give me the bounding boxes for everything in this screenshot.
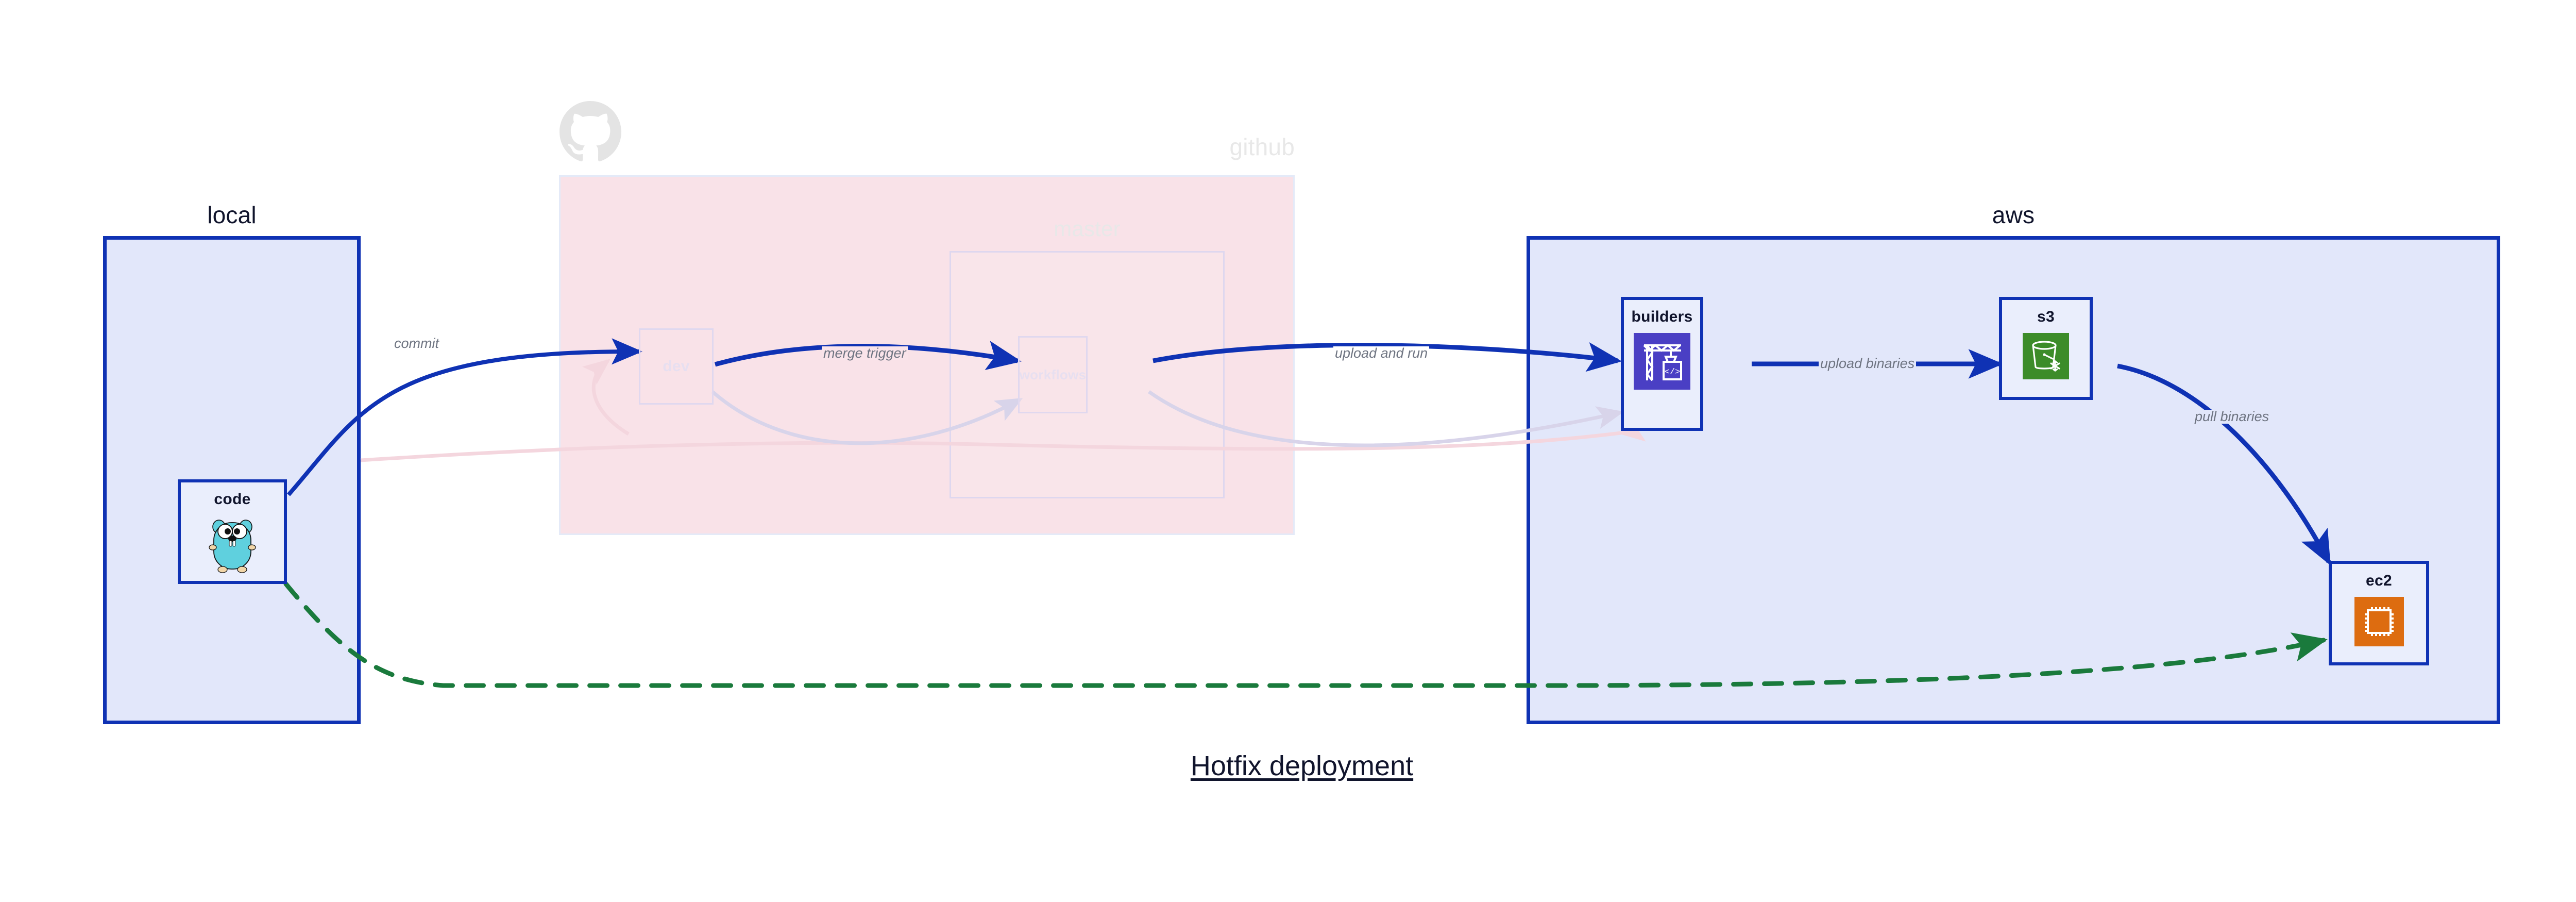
aws-codebuild-icon: </>	[1634, 333, 1690, 392]
group-label-local: local	[207, 202, 257, 228]
diagram-caption: Hotfix deployment	[1190, 750, 1414, 781]
aws-s3-glacier-icon	[2023, 333, 2069, 382]
node-s3[interactable]: s3	[1999, 297, 2093, 400]
node-dev-label: dev	[663, 358, 690, 375]
node-ec2-label: ec2	[2366, 572, 2392, 589]
node-builders-label: builders	[1631, 308, 1693, 325]
group-label-aws: aws	[1992, 202, 2035, 228]
group-label-github: github	[1229, 133, 1295, 160]
edge-label-merge-trigger: merge trigger	[822, 346, 908, 360]
node-code[interactable]: code	[178, 479, 287, 584]
edge-label-upload-binaries: upload binaries	[1819, 357, 1917, 371]
node-dev[interactable]: dev	[639, 328, 714, 405]
node-code-label: code	[214, 491, 251, 508]
node-builders[interactable]: builders	[1621, 297, 1703, 431]
node-s3-label: s3	[2037, 308, 2055, 325]
node-workflows[interactable]: workflows	[1018, 336, 1088, 413]
node-workflows-label: workflows	[1019, 366, 1087, 382]
aws-ec2-icon	[2354, 597, 2404, 649]
github-octocat-icon	[560, 101, 621, 163]
subgroup-label-master: master	[1054, 216, 1121, 241]
edge-label-upload-and-run: upload and run	[1333, 346, 1430, 360]
edge-label-pull-binaries: pull binaries	[2193, 410, 2271, 424]
node-ec2[interactable]: ec2	[2329, 561, 2429, 665]
edge-label-commit: commit	[393, 337, 440, 350]
svg-text:</>: </>	[1665, 368, 1681, 377]
go-gopher-icon	[206, 515, 259, 578]
